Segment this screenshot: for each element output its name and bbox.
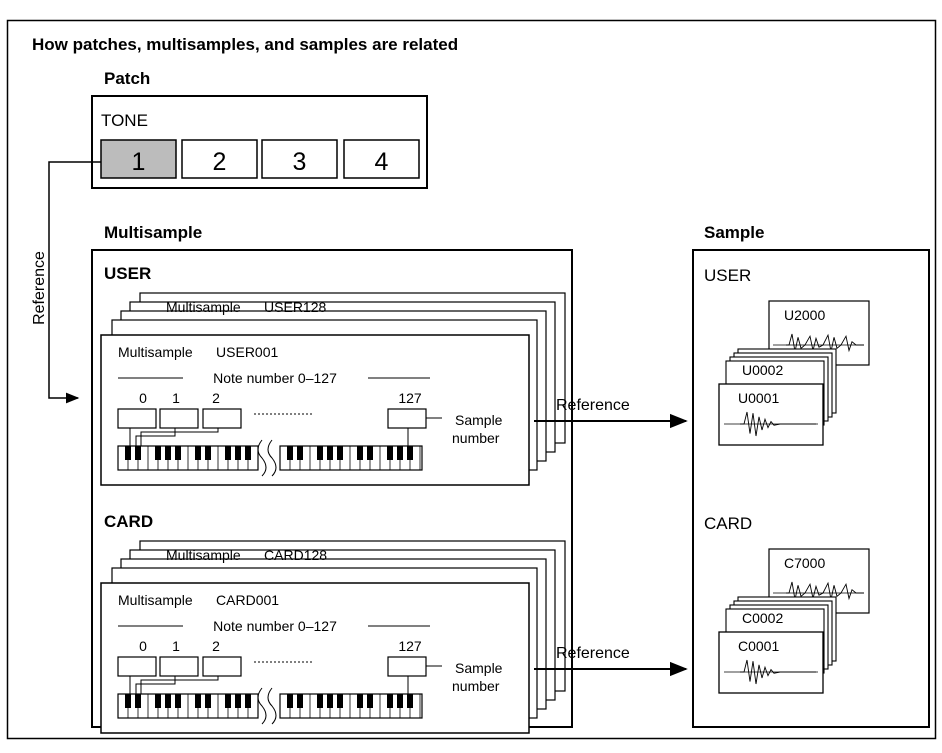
black-key: [337, 694, 343, 708]
black-key: [357, 694, 363, 708]
note-range-label: Note number 0–127: [213, 618, 337, 634]
black-key: [407, 446, 413, 460]
sample-card-label: C7000: [784, 555, 825, 571]
black-key: [125, 446, 131, 460]
sample-number-box: [118, 409, 156, 428]
sample-group-label: USER: [704, 266, 751, 285]
sample-number-box: [203, 409, 241, 428]
multisample-group-label: USER: [104, 264, 151, 283]
black-key: [135, 446, 141, 460]
multisample-front-card-label: Multisample CARD001: [118, 592, 279, 608]
key-number-label: 127: [398, 390, 422, 406]
sample-number-box: [388, 409, 426, 428]
multisample-heading: Multisample: [104, 223, 202, 242]
reference-label: Reference: [556, 645, 630, 662]
black-key: [165, 446, 171, 460]
key-number-label: 1: [172, 390, 180, 406]
tone-number-3: 3: [293, 148, 307, 176]
sample-card-label: C0002: [742, 610, 783, 626]
black-key: [327, 694, 333, 708]
sample-number-box: [118, 657, 156, 676]
sample-number-box: [203, 657, 241, 676]
black-key: [357, 446, 363, 460]
key-number-label: 1: [172, 638, 180, 654]
patch-heading: Patch: [104, 69, 150, 88]
multisample-front-card-label: Multisample USER001: [118, 344, 278, 360]
black-key: [175, 446, 181, 460]
black-key: [225, 694, 231, 708]
black-key: [225, 446, 231, 460]
black-key: [287, 694, 293, 708]
sample-number-box: [160, 657, 198, 676]
black-key: [175, 694, 181, 708]
black-key: [337, 446, 343, 460]
sample-card-label: U0002: [742, 362, 783, 378]
black-key: [195, 446, 201, 460]
reference-label: Reference: [556, 397, 630, 414]
note-range-label: Note number 0–127: [213, 370, 337, 386]
black-key: [367, 446, 373, 460]
sample-number-label: number: [452, 678, 500, 694]
black-key: [297, 446, 303, 460]
multisample-back-card-label: Multisample CARD128: [166, 547, 327, 563]
sample-number-label: Sample: [455, 660, 503, 676]
black-key: [327, 446, 333, 460]
black-key: [367, 694, 373, 708]
black-key: [245, 694, 251, 708]
key-number-label: 2: [212, 390, 220, 406]
black-key: [165, 694, 171, 708]
tone-number-4: 4: [375, 148, 389, 176]
black-key: [135, 694, 141, 708]
sample-group-label: CARD: [704, 514, 752, 533]
black-key: [125, 694, 131, 708]
black-key: [235, 446, 241, 460]
black-key: [387, 694, 393, 708]
multisample-group-label: CARD: [104, 512, 153, 531]
key-number-label: 0: [139, 638, 147, 654]
tone-number-1: 1: [132, 148, 146, 176]
sample-card-label: U0001: [738, 390, 779, 406]
black-key: [155, 446, 161, 460]
key-number-label: 127: [398, 638, 422, 654]
tone-label: TONE: [101, 111, 148, 130]
sample-number-box: [388, 657, 426, 676]
black-key: [205, 694, 211, 708]
black-key: [387, 446, 393, 460]
black-key: [235, 694, 241, 708]
black-key: [297, 694, 303, 708]
sample-number-label: number: [452, 430, 500, 446]
black-key: [155, 694, 161, 708]
sample-heading: Sample: [704, 223, 764, 242]
black-key: [397, 694, 403, 708]
diagram-title: How patches, multisamples, and samples a…: [32, 35, 458, 54]
sample-number-label: Sample: [455, 412, 503, 428]
tone-number-2: 2: [213, 148, 227, 176]
sample-number-box: [160, 409, 198, 428]
black-key: [317, 694, 323, 708]
key-number-label: 2: [212, 638, 220, 654]
black-key: [205, 446, 211, 460]
black-key: [317, 446, 323, 460]
multisample-back-card-label: Multisample USER128: [166, 299, 326, 315]
side-reference-label: Reference: [31, 251, 48, 325]
black-key: [245, 446, 251, 460]
black-key: [287, 446, 293, 460]
sample-card-label: C0001: [738, 638, 779, 654]
sample-card-label: U2000: [784, 307, 825, 323]
black-key: [397, 446, 403, 460]
black-key: [195, 694, 201, 708]
black-key: [407, 694, 413, 708]
key-number-label: 0: [139, 390, 147, 406]
